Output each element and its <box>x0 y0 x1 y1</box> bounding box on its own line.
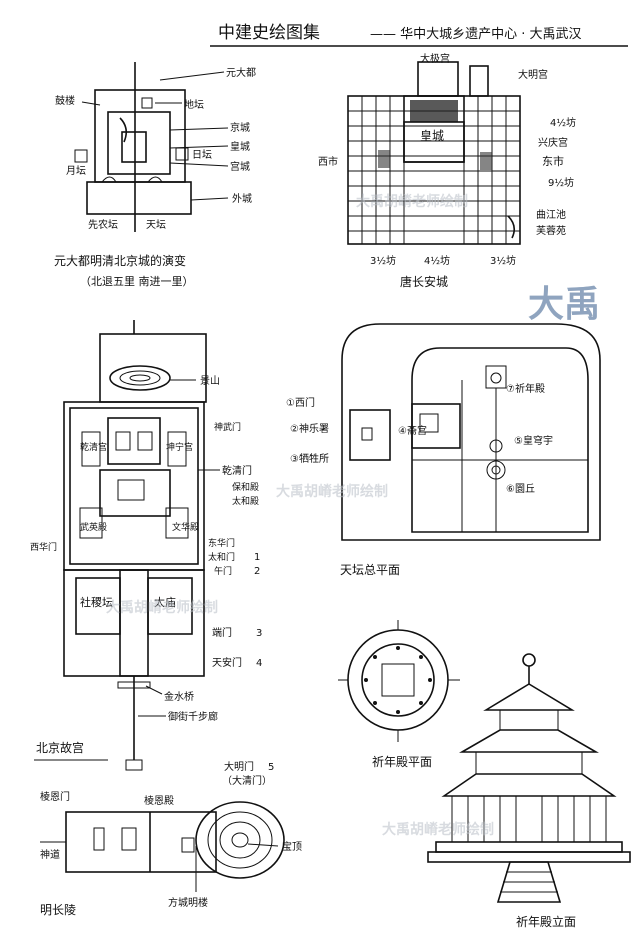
label-xishi: 西市 <box>318 155 338 168</box>
label-ximen: ①西门 <box>286 396 315 409</box>
sheet-title: 中建史绘图集 <box>218 23 320 43</box>
num-3: 3 <box>256 628 262 639</box>
label-damingmen: 大明门 <box>224 760 254 773</box>
label-jingshan: 景山 <box>200 375 220 387</box>
label-ditan: 地坛 <box>184 98 204 111</box>
caption-beijing-palace: 北京故宫 <box>36 740 84 755</box>
label-shejitan: 社稷坛 <box>80 595 113 609</box>
label-daji-gong: 大极宫 <box>420 52 450 65</box>
label-ritan: 日坛 <box>192 149 212 161</box>
label-taihedian: 太和殿 <box>232 495 259 507</box>
caption-tang-changan: 唐长安城 <box>400 274 448 289</box>
panel-beijing-palace: 景山 神武门 乾清门 保和殿 太和殿 西华门 东华门 太和门 午门 社稷坛 太庙… <box>30 320 274 787</box>
label-tiananmen: 天安门 <box>212 656 242 669</box>
label-huangcheng: 皇城 <box>230 140 250 153</box>
label-shendao: 神道 <box>40 848 60 861</box>
label-taimiao: 太庙 <box>154 595 176 609</box>
label-jingcheng: 京城 <box>230 121 250 134</box>
label-lingenmen: 棱恩门 <box>40 790 70 803</box>
label-qianqingmen: 乾清门 <box>222 464 252 477</box>
caption-tiantan: 天坛总平面 <box>340 563 400 577</box>
label-yujie-qianbulang: 御街千步廊 <box>168 710 218 723</box>
watermark-logo-text: 大禹 <box>528 284 600 325</box>
label-xingqing-gong: 兴庆宫 <box>538 136 568 149</box>
label-dongshi: 东市 <box>542 154 564 168</box>
label-xihuamen: 西华门 <box>30 541 57 553</box>
scale-label-4: 4½坊 <box>424 254 450 267</box>
label-daming-gong: 大明宫 <box>518 68 548 81</box>
label-furongyuan: 芙蓉苑 <box>536 224 566 237</box>
watermark-2: 大禹胡嵴老师绘制 <box>276 483 388 500</box>
label-gongcheng: 宫城 <box>230 160 250 173</box>
watermark-4: 大禹胡嵴老师绘制 <box>382 821 494 838</box>
num-1: 1 <box>254 552 260 563</box>
scale-label-5: 3½坊 <box>490 254 516 267</box>
scale-label-2: 9½坊 <box>548 176 574 189</box>
label-huangqiongyu: ⑤皇穹宇 <box>514 434 553 447</box>
caption-yuan-dadu: 元大都明清北京城的演变 <box>54 253 186 268</box>
caption-qiniandian-plan: 祈年殿平面 <box>372 755 432 769</box>
label-kunninggong: 坤宁宫 <box>166 441 193 453</box>
panel-yuan-dadu: 元大都 地坛 鼓楼 京城 皇城 宫城 日坛 月坛 外城 先农坛 天坛 元大都明清… <box>54 62 256 288</box>
scale-label-1: 4½坊 <box>550 116 576 129</box>
num-4: 4 <box>256 658 262 669</box>
note-yuan-dadu: （北退五里 南进一里） <box>80 275 194 288</box>
num-2: 2 <box>254 566 260 577</box>
label-qujiangchi: 曲江池 <box>536 208 566 221</box>
caption-changling: 明长陵 <box>40 903 76 917</box>
label-fangcheng-minglou: 方城明楼 <box>168 896 208 909</box>
watermark-1: 大禹胡嵴老师绘制 <box>356 193 468 210</box>
label-donghuamen: 东华门 <box>208 537 235 549</box>
label-xiannongtan: 先农坛 <box>88 218 118 231</box>
label-waicheng: 外城 <box>232 193 252 205</box>
label-baoding: 宝顶 <box>282 840 302 853</box>
label-huangcheng-changan: 皇城 <box>420 129 444 143</box>
sheet-subtitle: —— 华中大城乡遗产中心 · 大禹武汉 <box>370 27 582 42</box>
label-tiantan: 天坛 <box>146 219 166 231</box>
label-xishengsuo: ③牺牲所 <box>290 452 329 465</box>
label-gulou: 鼓楼 <box>55 94 75 107</box>
label-shenyueshu: ②神乐署 <box>290 422 329 435</box>
label-wenhuadian: 文华殿 <box>172 521 199 533</box>
scale-label-3: 3½坊 <box>370 254 396 267</box>
watermark-logo: 大禹 <box>528 278 600 325</box>
num-5: 5 <box>268 762 274 773</box>
label-yuan-dadu: 元大都 <box>226 66 256 79</box>
label-daqingmen: （大清门） <box>222 774 272 787</box>
label-yuetan: 月坛 <box>66 165 86 177</box>
label-duanmen: 端门 <box>212 626 232 639</box>
label-yuanqiu: ⑥圜丘 <box>506 483 535 495</box>
label-wumen: 午门 <box>214 565 232 577</box>
label-shenwumen: 神武门 <box>214 421 241 433</box>
label-taihemen: 太和门 <box>208 551 235 563</box>
label-zhaigong: ④斋宫 <box>398 424 427 437</box>
panel-changling: 棱恩门 棱恩殿 神道 宝顶 方城明楼 明长陵 <box>40 790 302 917</box>
watermark-3: 大禹胡嵴老师绘制 <box>106 599 218 616</box>
label-baohedian: 保和殿 <box>232 481 259 493</box>
panel-tang-changan: 大极宫 大明宫 兴庆宫 皇城 东市 西市 曲江池 芙蓉苑 4½坊 9½坊 3½坊… <box>318 52 576 289</box>
panel-tiantan: ①西门 ②神乐署 ③牺牲所 ④斋宫 ⑤皇穹宇 ⑥圜丘 ⑦祈年殿 天坛总平面 <box>286 323 601 577</box>
label-qianqinggong: 乾清宫 <box>80 441 107 453</box>
caption-qiniandian-elevation: 祈年殿立面 <box>516 914 576 929</box>
panel-qiniandian-elevation: 祈年殿立面 <box>427 653 631 929</box>
label-lingendian: 棱恩殿 <box>144 794 174 807</box>
label-jinshuiqiao: 金水桥 <box>164 690 194 703</box>
label-qiniandian: ⑦祈年殿 <box>506 382 545 395</box>
label-wuyingdian: 武英殿 <box>80 521 107 533</box>
panel-qiniandian-plan: 祈年殿平面 <box>338 620 460 769</box>
